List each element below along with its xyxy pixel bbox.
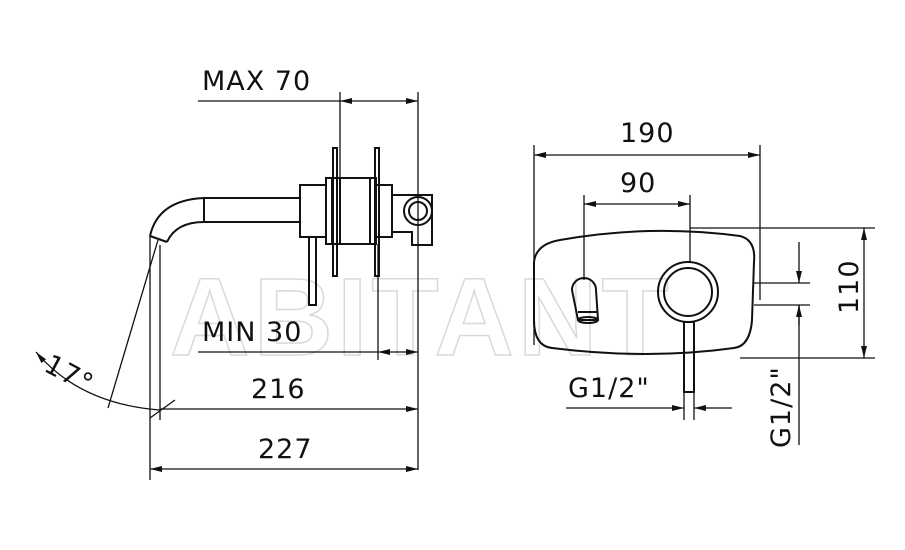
width-190-label: 190 xyxy=(620,118,675,149)
thread-horizontal-label: G1/2" xyxy=(568,373,650,404)
diverter-knob xyxy=(570,277,600,324)
dimension-max: MAX 70 xyxy=(198,66,419,470)
height-110-label: 110 xyxy=(834,259,865,314)
spacing-90-label: 90 xyxy=(620,168,656,199)
dimension-227: 227 xyxy=(149,236,418,480)
dimension-190: 190 xyxy=(533,118,761,345)
thread-vertical-label: G1/2" xyxy=(766,366,797,448)
dimension-216: 216 xyxy=(149,245,418,420)
dimension-angle: 17° xyxy=(35,239,161,411)
mixer-handle xyxy=(657,261,719,393)
side-view: MAX 70 MIN 30 216 227 17° xyxy=(35,66,433,480)
dimension-min: MIN 30 xyxy=(198,244,418,360)
length-227-label: 227 xyxy=(258,434,313,465)
max-label: MAX 70 xyxy=(202,66,311,97)
front-view: 190 90 110 G1/2" xyxy=(533,118,875,448)
dimension-110: 110 xyxy=(690,227,875,359)
length-216-label: 216 xyxy=(251,374,306,405)
dimension-90: 90 xyxy=(583,168,691,280)
dimension-thread-horizontal: G1/2" xyxy=(566,373,732,420)
valve-body xyxy=(299,147,433,306)
dimension-thread-vertical: G1/2" xyxy=(766,242,810,448)
spout-outline xyxy=(149,197,300,243)
min-label: MIN 30 xyxy=(202,317,302,348)
